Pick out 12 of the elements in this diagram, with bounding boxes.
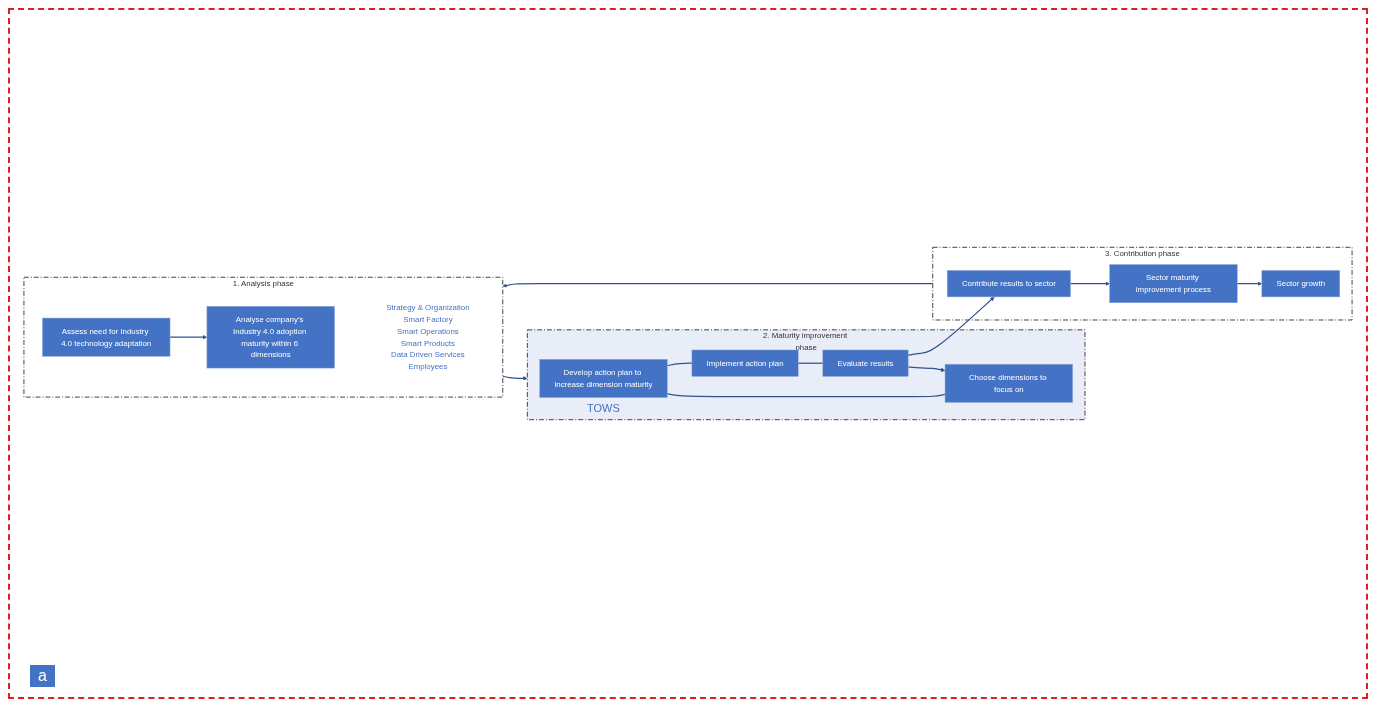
arrow xyxy=(907,296,995,356)
bullet-note: TOWS xyxy=(586,401,621,414)
connector xyxy=(666,393,946,398)
arrow xyxy=(502,375,528,381)
arrow xyxy=(1069,281,1110,286)
arrow xyxy=(169,335,208,340)
connector xyxy=(666,362,693,367)
arrow xyxy=(502,283,934,288)
arrow xyxy=(907,366,946,372)
arrow xyxy=(1236,281,1263,286)
note-label: a xyxy=(30,665,55,687)
connector xyxy=(797,362,824,364)
